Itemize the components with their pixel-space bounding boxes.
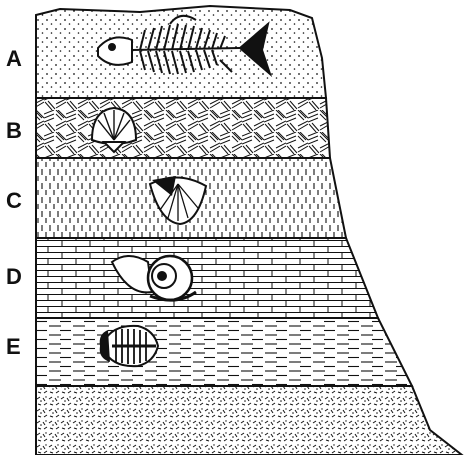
layer-e [36, 318, 412, 386]
layer-label-b: B [6, 118, 22, 143]
layer-d [36, 238, 378, 318]
layer-b [36, 98, 330, 158]
layer-a [36, 6, 326, 98]
layer-c [36, 158, 346, 238]
layer-label-c: C [6, 188, 22, 213]
layer-label-d: D [6, 264, 22, 289]
layer-label-a: A [6, 46, 22, 71]
layer-label-e: E [6, 334, 21, 359]
bedrock-layer [36, 386, 462, 455]
